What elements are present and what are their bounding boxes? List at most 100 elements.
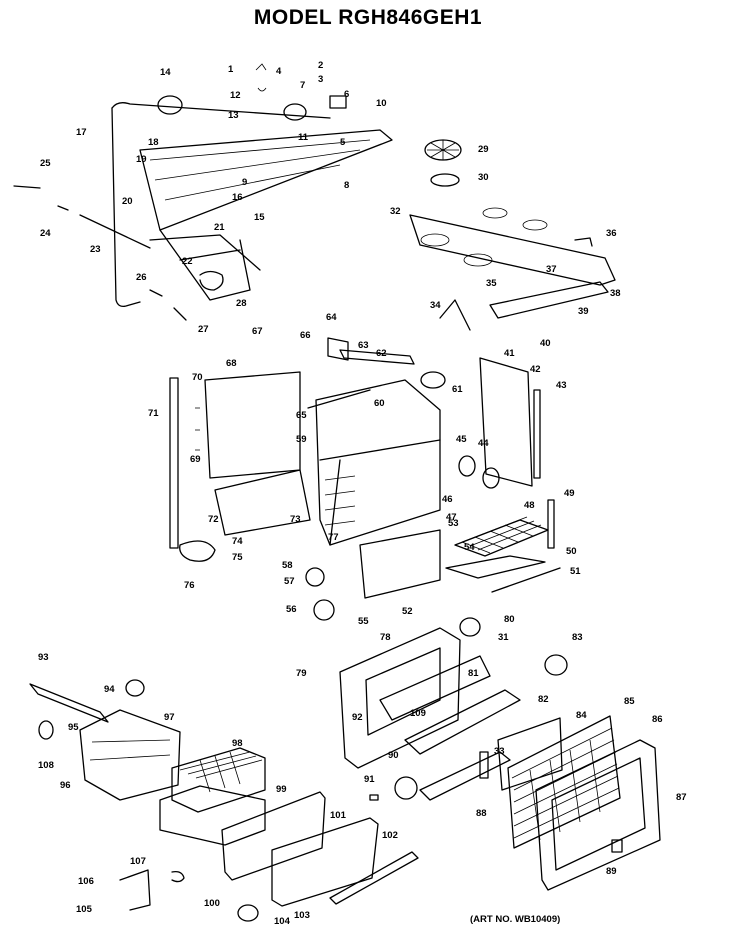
part-label-92: 92 xyxy=(352,712,363,723)
part-label-8: 8 xyxy=(344,180,349,191)
part-label-42: 42 xyxy=(530,364,541,375)
part-label-30: 30 xyxy=(478,172,489,183)
part-label-2: 2 xyxy=(318,60,323,71)
diagram-title: MODEL RGH846GEH1 xyxy=(253,6,483,29)
part-label-55: 55 xyxy=(358,616,369,627)
part-label-76: 76 xyxy=(184,580,195,591)
part-label-72: 72 xyxy=(208,514,219,525)
part-label-100: 100 xyxy=(204,898,220,909)
part-label-24: 24 xyxy=(40,228,51,239)
part-label-3: 3 xyxy=(318,74,323,85)
part-label-79: 79 xyxy=(296,668,307,679)
part-label-65: 65 xyxy=(296,410,307,421)
part-label-57: 57 xyxy=(284,576,295,587)
part-label-51: 51 xyxy=(570,566,581,577)
part-label-53: 53 xyxy=(448,518,459,529)
part-label-37: 37 xyxy=(546,264,557,275)
part-label-45: 45 xyxy=(456,434,467,445)
part-label-6: 6 xyxy=(344,89,349,100)
part-label-89: 89 xyxy=(606,866,617,877)
part-label-56: 56 xyxy=(286,604,297,615)
part-label-17: 17 xyxy=(76,127,87,138)
part-label-21: 21 xyxy=(214,222,225,233)
part-label-5: 5 xyxy=(340,137,346,148)
part-label-39: 39 xyxy=(578,306,589,317)
part-label-69: 69 xyxy=(190,454,201,465)
broiler-drawer-assembly xyxy=(29,679,419,922)
part-label-82: 82 xyxy=(538,694,549,705)
part-label-77: 77 xyxy=(328,532,339,543)
part-label-98: 98 xyxy=(232,738,243,749)
part-label-59: 59 xyxy=(296,434,307,445)
part-label-96: 96 xyxy=(60,780,71,791)
part-label-95: 95 xyxy=(68,722,79,733)
part-label-63: 63 xyxy=(358,340,369,351)
part-label-13: 13 xyxy=(228,110,239,121)
part-label-106: 106 xyxy=(78,876,94,887)
part-label-58: 58 xyxy=(282,560,293,571)
part-label-97: 97 xyxy=(164,712,175,723)
part-label-14: 14 xyxy=(160,67,171,78)
part-label-88: 88 xyxy=(476,808,487,819)
part-label-68: 68 xyxy=(226,358,237,369)
part-label-47: 47 xyxy=(446,512,457,523)
part-label-90: 90 xyxy=(388,750,399,761)
part-label-85: 85 xyxy=(624,696,635,707)
part-label-104: 104 xyxy=(274,916,291,927)
part-label-62: 62 xyxy=(376,348,387,359)
part-label-19: 19 xyxy=(136,154,147,165)
part-label-15: 15 xyxy=(254,212,265,223)
part-label-67: 67 xyxy=(252,326,263,337)
part-label-25: 25 xyxy=(40,158,51,169)
oven-rack xyxy=(445,499,561,593)
part-label-50: 50 xyxy=(566,546,577,557)
part-label-41: 41 xyxy=(504,348,515,359)
part-label-52: 52 xyxy=(402,606,413,617)
part-label-35: 35 xyxy=(486,278,497,289)
part-label-87: 87 xyxy=(676,792,687,803)
oven-body-assembly xyxy=(169,337,541,621)
part-label-74: 74 xyxy=(232,536,243,547)
part-label-103: 103 xyxy=(294,910,310,921)
part-label-33: 33 xyxy=(494,746,505,757)
part-label-78: 78 xyxy=(380,632,391,643)
part-label-36: 36 xyxy=(606,228,617,239)
part-label-10: 10 xyxy=(376,98,387,109)
part-label-61: 61 xyxy=(452,384,463,395)
part-label-23: 23 xyxy=(90,244,101,255)
part-label-28: 28 xyxy=(236,298,247,309)
part-label-12: 12 xyxy=(230,90,241,101)
part-label-64: 64 xyxy=(326,312,337,323)
part-label-11: 11 xyxy=(298,132,309,143)
part-label-71: 71 xyxy=(148,408,159,419)
part-label-54: 54 xyxy=(464,542,475,553)
part-label-46: 46 xyxy=(442,494,453,505)
part-label-34: 34 xyxy=(430,300,441,311)
part-label-20: 20 xyxy=(122,196,133,207)
part-label-9: 9 xyxy=(242,177,247,188)
part-label-108: 108 xyxy=(38,760,54,771)
part-label-22: 22 xyxy=(182,256,193,267)
part-label-80: 80 xyxy=(504,614,515,625)
part-label-102: 102 xyxy=(382,830,398,841)
part-label-44: 44 xyxy=(478,438,489,449)
part-label-91: 91 xyxy=(364,774,375,785)
part-label-43: 43 xyxy=(556,380,567,391)
cooktop-valve-assembly xyxy=(13,63,393,321)
part-label-105: 105 xyxy=(76,904,93,915)
part-label-99: 99 xyxy=(276,784,287,795)
part-label-93: 93 xyxy=(38,652,49,663)
part-label-94: 94 xyxy=(104,684,115,695)
part-label-26: 26 xyxy=(136,272,147,283)
part-label-70: 70 xyxy=(192,372,203,383)
part-label-49: 49 xyxy=(564,488,575,499)
art-number: (ART NO. WB10409) xyxy=(470,914,561,925)
part-label-60: 60 xyxy=(374,398,385,409)
part-label-32: 32 xyxy=(390,206,401,217)
part-label-18: 18 xyxy=(148,137,159,148)
part-label-81: 81 xyxy=(468,668,479,679)
part-label-4: 4 xyxy=(276,66,282,77)
part-label-38: 38 xyxy=(610,288,621,299)
part-label-7: 7 xyxy=(300,80,305,91)
